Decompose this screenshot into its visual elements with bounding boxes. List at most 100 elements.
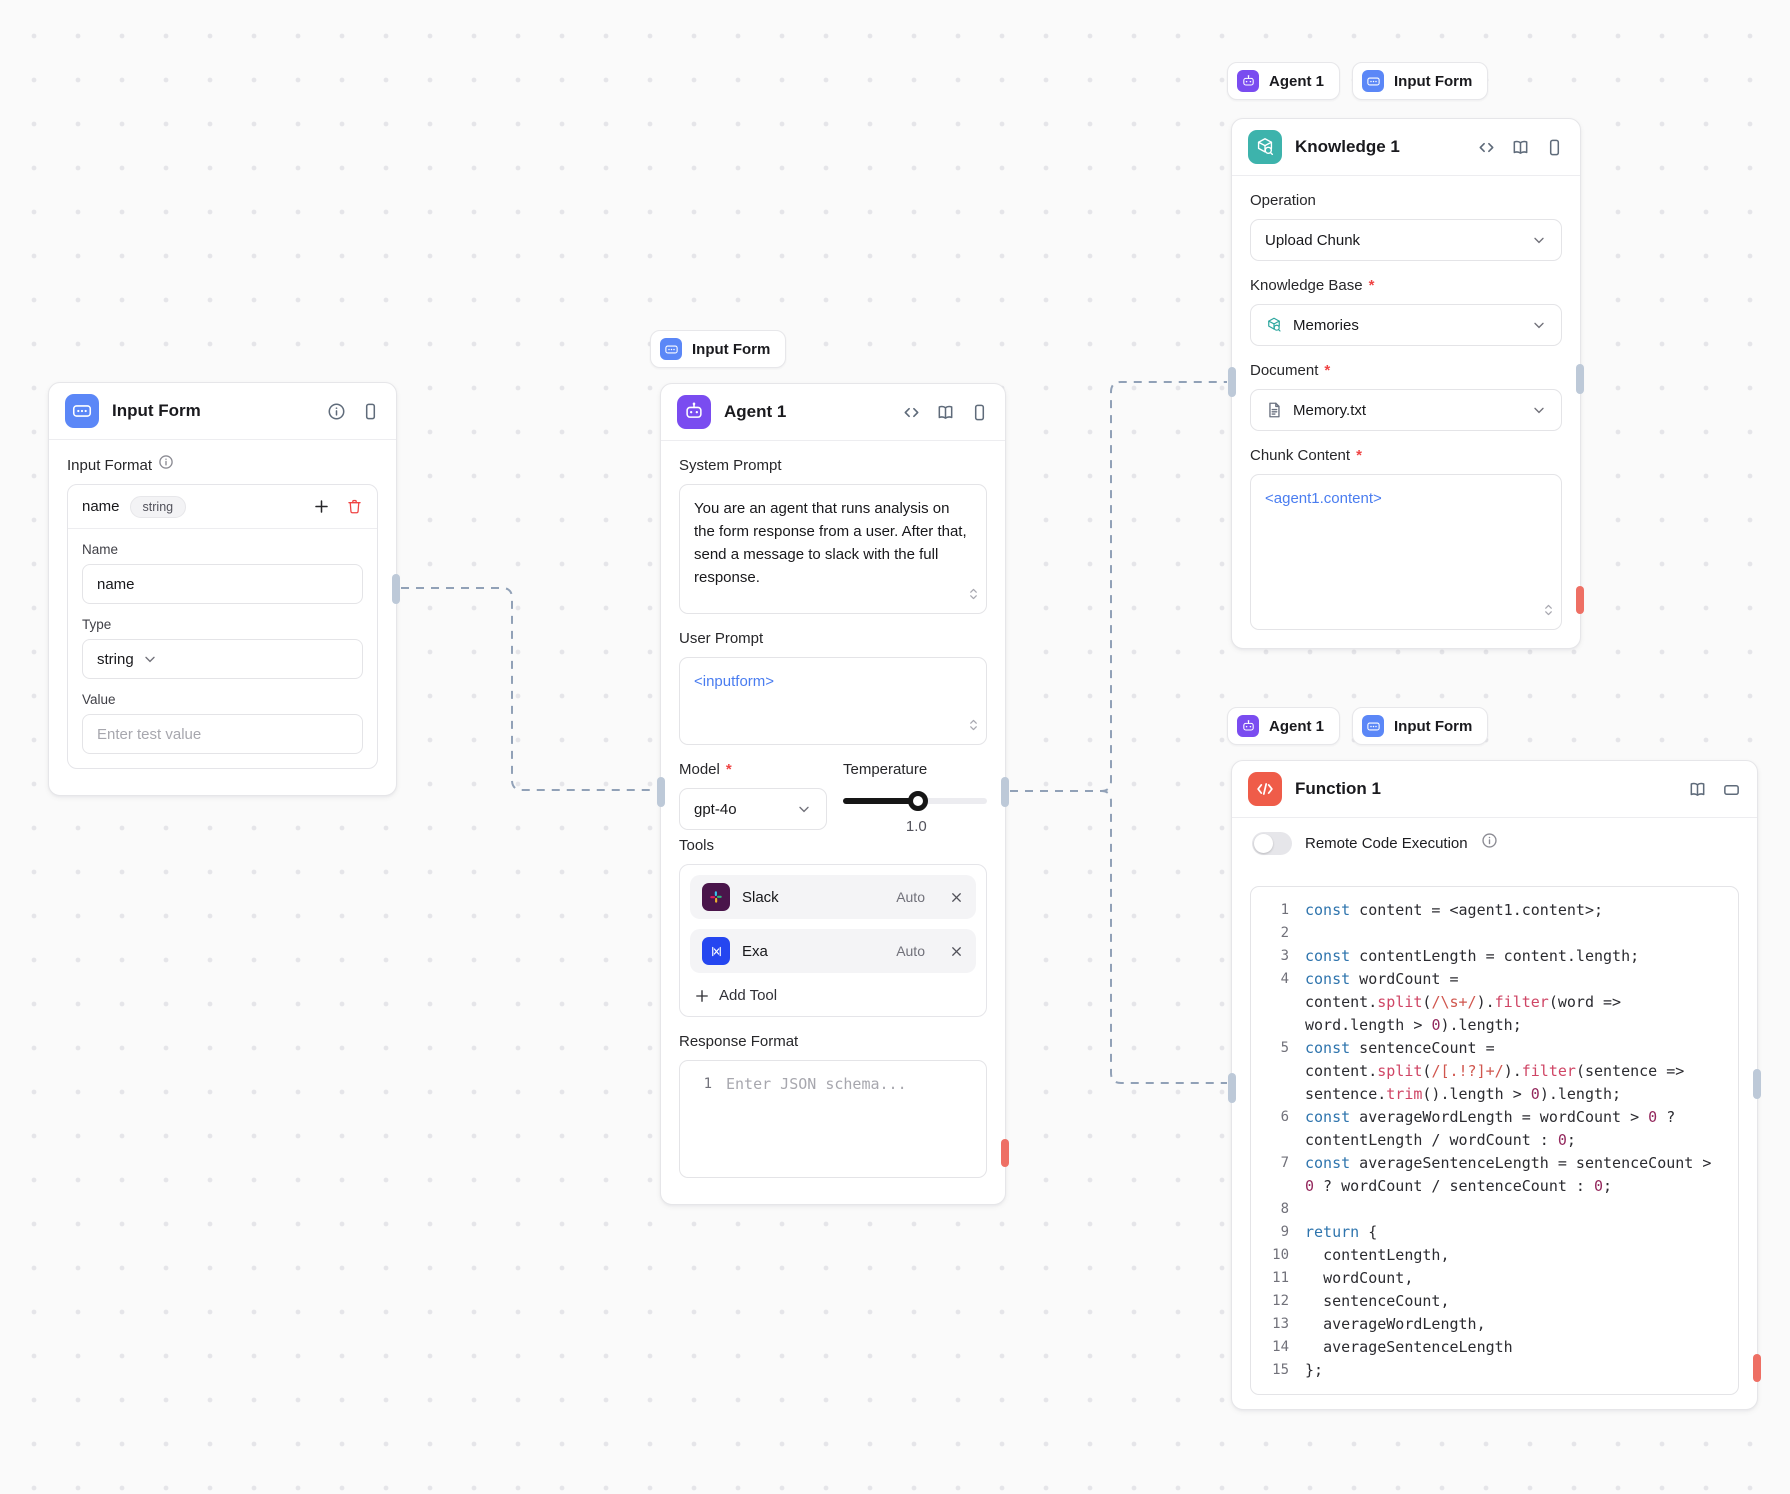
system-prompt-textarea[interactable]: You are an agent that runs analysis on t… [679, 484, 987, 614]
phone-icon[interactable] [361, 402, 380, 421]
port-knowledge-input[interactable] [1228, 367, 1236, 397]
resize-handle-icon[interactable] [968, 716, 979, 739]
user-prompt-textarea[interactable]: <inputform> [679, 657, 987, 745]
operation-select[interactable]: Upload Chunk [1250, 219, 1562, 261]
node-title: Function 1 [1295, 779, 1381, 798]
node-title: Knowledge 1 [1295, 137, 1400, 156]
badge-agent[interactable]: Agent 1 [1227, 62, 1341, 100]
tool-mode[interactable]: Auto [896, 943, 925, 959]
add-field-button[interactable] [313, 498, 330, 515]
connection-agent-to-knowledge[interactable] [1010, 381, 1227, 792]
node-input-form-header[interactable]: Input Form [49, 383, 396, 440]
document-select[interactable]: Memory.txt [1250, 389, 1562, 431]
code-line: 15}; [1263, 1359, 1728, 1382]
code-text[interactable]: }; [1305, 1361, 1324, 1379]
temperature-value: 1.0 [905, 818, 927, 835]
phone-icon[interactable] [970, 403, 989, 422]
remote-code-execution-toggle[interactable] [1252, 831, 1292, 855]
badge-row-above-knowledge: Agent 1 Input Form [1227, 62, 1489, 100]
code-text[interactable] [1305, 922, 1725, 945]
node-knowledge[interactable]: Knowledge 1 Operation Upload Ch [1228, 118, 1584, 649]
port-agent-output[interactable] [1001, 777, 1009, 807]
slider-handle[interactable] [907, 791, 928, 811]
remove-tool-button[interactable] [949, 890, 964, 905]
code-text[interactable]: contentLength, [1305, 1246, 1450, 1264]
code-text[interactable]: averageSentenceLength [1305, 1338, 1513, 1356]
badge-agent[interactable]: Agent 1 [1227, 707, 1341, 745]
info-icon[interactable] [158, 454, 174, 476]
code-icon[interactable] [902, 403, 921, 422]
badge-label: Input Form [692, 340, 771, 358]
code-text[interactable] [1305, 1198, 1725, 1221]
node-agent-header[interactable]: Agent 1 [661, 384, 1005, 441]
type-select[interactable]: string [82, 639, 363, 679]
badge-label: Agent 1 [1269, 72, 1325, 90]
value-input[interactable]: Enter test value [82, 714, 363, 754]
add-tool-button[interactable]: Add Tool [690, 983, 976, 1006]
model-select[interactable]: gpt-4o [679, 788, 827, 830]
code-text[interactable]: const wordCount = content.split(/\s+/).f… [1305, 970, 1631, 1034]
line-number: 2 [1280, 925, 1289, 941]
code-text[interactable]: const contentLength = content.length; [1305, 947, 1640, 965]
code-text[interactable]: const averageSentenceLength = sentenceCo… [1305, 1154, 1721, 1195]
badge-label: Input Form [1394, 72, 1473, 90]
node-knowledge-header[interactable]: Knowledge 1 [1232, 119, 1580, 176]
port-function-output[interactable] [1753, 1069, 1761, 1099]
name-label: Name [82, 542, 119, 557]
code-text[interactable]: const sentenceCount = content.split(/[.!… [1305, 1039, 1694, 1103]
code-text[interactable]: averageWordLength, [1305, 1315, 1486, 1333]
port-function-input[interactable] [1228, 1073, 1236, 1103]
phone-icon[interactable] [1545, 138, 1564, 157]
tool-mode[interactable]: Auto [896, 889, 925, 905]
line-number: 6 [1280, 1109, 1289, 1125]
model-label: Model* [679, 761, 732, 778]
info-icon[interactable] [327, 402, 346, 421]
code-text[interactable]: const content = <agent1.content>; [1305, 901, 1604, 919]
chunk-content-textarea[interactable]: <agent1.content> [1250, 474, 1562, 630]
resize-handle-icon[interactable] [968, 585, 979, 608]
code-line: 14 averageSentenceLength [1263, 1336, 1728, 1359]
code-line: 10 contentLength, [1263, 1244, 1728, 1267]
port-knowledge-error-output[interactable] [1576, 586, 1584, 614]
node-input-form[interactable]: Input Form Input Format [48, 382, 400, 796]
code-text[interactable]: sentenceCount, [1305, 1292, 1450, 1310]
port-input-form-output[interactable] [392, 574, 400, 604]
code-icon[interactable] [1477, 138, 1496, 157]
exa-icon [702, 937, 730, 965]
node-function-header[interactable]: Function 1 [1232, 761, 1757, 818]
panel-icon[interactable] [1722, 780, 1741, 799]
connection-input-form-to-agent[interactable] [401, 587, 656, 791]
node-function[interactable]: Function 1 Remote Code Execution [1228, 760, 1761, 1410]
input-form-icon [1362, 715, 1385, 737]
code-text[interactable]: return { [1305, 1223, 1378, 1241]
node-agent[interactable]: Agent 1 System Prompt You are a [657, 383, 1009, 1205]
book-icon[interactable] [936, 403, 955, 422]
connection-agent-to-function[interactable] [1010, 790, 1227, 1084]
temperature-slider[interactable] [843, 791, 987, 811]
book-icon[interactable] [1688, 780, 1707, 799]
port-function-error-output[interactable] [1753, 1354, 1761, 1382]
port-knowledge-output[interactable] [1576, 364, 1584, 394]
code-text[interactable]: wordCount, [1305, 1269, 1414, 1287]
resize-handle-icon[interactable] [1543, 601, 1554, 624]
remove-tool-button[interactable] [949, 944, 964, 959]
book-icon[interactable] [1511, 138, 1530, 157]
response-format-editor[interactable]: 1 Enter JSON schema... [679, 1060, 987, 1178]
delete-field-button[interactable] [346, 498, 363, 515]
port-agent-input[interactable] [657, 777, 665, 807]
knowledge-base-select[interactable]: Memories [1250, 304, 1562, 346]
port-agent-error-output[interactable] [1001, 1139, 1009, 1167]
info-icon[interactable] [1481, 832, 1498, 854]
badge-input-form[interactable]: Input Form [1352, 707, 1489, 745]
name-input[interactable]: name [82, 564, 363, 604]
badge-input-form[interactable]: Input Form [650, 330, 787, 368]
field-type-badge: string [129, 495, 187, 518]
line-number: 11 [1272, 1270, 1289, 1286]
badge-input-form[interactable]: Input Form [1352, 62, 1489, 100]
code-text[interactable]: const averageWordLength = wordCount > 0 … [1305, 1108, 1685, 1149]
